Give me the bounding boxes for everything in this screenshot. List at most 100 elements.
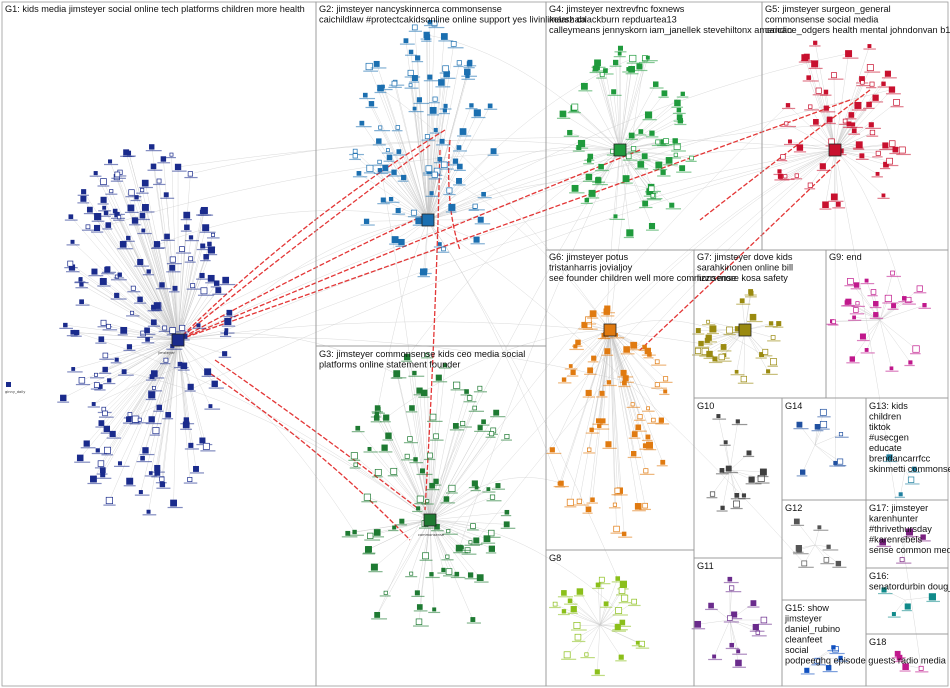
node-label-mark (610, 66, 622, 67)
node-avatar (567, 499, 573, 505)
node-label-mark (431, 530, 444, 531)
group-label-g17: G17: jimsteyer karenhunter #thrivethursd… (869, 503, 950, 555)
node-label-mark (774, 179, 789, 180)
node-avatar (354, 463, 358, 467)
node-label-mark (574, 595, 585, 596)
node-avatar (899, 493, 902, 496)
node-label-mark (202, 376, 215, 377)
node-label-mark (819, 208, 831, 209)
node-label-mark (762, 374, 778, 375)
node-label-mark (148, 170, 163, 171)
node-label-mark (609, 507, 621, 508)
node-avatar (575, 634, 581, 640)
node-avatar (369, 101, 374, 106)
node-label-mark (809, 45, 820, 46)
node-label-mark (718, 350, 732, 351)
node-avatar (104, 447, 110, 453)
node-avatar (588, 154, 593, 159)
node-label-mark (716, 361, 732, 362)
node-avatar (750, 314, 756, 320)
g13-line-7: skinmetti commonsense ag ai (869, 464, 950, 474)
node-label-mark (799, 61, 815, 62)
node-label-mark (813, 94, 828, 95)
node-avatar (690, 156, 694, 160)
node-avatar (434, 128, 437, 131)
g4-line-2: marshablackburn repduartea13 (549, 15, 677, 25)
node-avatar (855, 102, 861, 108)
node-label-mark (98, 203, 109, 204)
node-avatar (797, 422, 802, 427)
g6-line-1: G6: jimsteyer potus (549, 252, 629, 262)
node-label-mark (439, 113, 450, 114)
node-avatar (408, 70, 413, 75)
node-label-mark (421, 140, 435, 141)
node-label-mark (586, 197, 599, 198)
node-label-mark (185, 448, 199, 449)
node-avatar (154, 303, 160, 309)
node-avatar (438, 79, 444, 85)
node-label-mark (591, 675, 605, 676)
node-avatar (695, 348, 700, 353)
node-avatar (474, 110, 480, 116)
node-label-mark (203, 247, 215, 248)
node-avatar (719, 354, 725, 360)
node-label-mark (153, 411, 163, 412)
g15-line-5: social (785, 645, 809, 655)
node-label-mark (467, 622, 481, 623)
node-avatar (852, 129, 856, 133)
node-label-mark (731, 508, 743, 509)
node-label-mark (647, 423, 663, 424)
node-label-mark (584, 160, 594, 161)
node-avatar (839, 432, 842, 435)
node-avatar (394, 371, 400, 377)
node-label-mark (674, 124, 686, 125)
node-label-mark (81, 447, 96, 448)
node-avatar (588, 368, 593, 373)
node-label-mark (829, 465, 845, 466)
node-avatar (865, 348, 868, 351)
node-avatar (909, 361, 912, 364)
node-avatar (453, 159, 458, 164)
node-label-mark (465, 108, 477, 109)
node-avatar (505, 510, 509, 514)
node-avatar (375, 412, 379, 416)
node-label-mark (392, 214, 405, 215)
node-label-mark (561, 659, 576, 660)
node-label-mark (620, 183, 633, 184)
node-label-mark (66, 271, 80, 272)
node-avatar (183, 422, 189, 428)
node-label-mark (424, 25, 437, 26)
node-label-mark (768, 366, 778, 367)
node-label-mark (791, 525, 804, 526)
node-label-mark (103, 329, 118, 330)
node-avatar (849, 112, 854, 117)
node-avatar (751, 601, 756, 606)
node-avatar (461, 421, 465, 425)
node-label-mark (797, 475, 808, 476)
node-label-mark (448, 47, 464, 48)
node-avatar (808, 105, 812, 109)
node-avatar (478, 426, 482, 430)
node-avatar (411, 210, 416, 215)
node-avatar (415, 591, 419, 595)
node-avatar (709, 603, 714, 608)
node-avatar (899, 147, 905, 153)
node-avatar (885, 71, 890, 76)
node-avatar (568, 599, 572, 603)
g13-line-1: G13: kids (869, 401, 908, 411)
node-label-mark (168, 507, 183, 508)
node-avatar (381, 198, 385, 202)
node-avatar (63, 323, 67, 327)
node-label-mark (704, 358, 718, 359)
node-avatar (749, 289, 753, 293)
node-label-mark (490, 416, 505, 417)
node-avatar (869, 123, 873, 127)
node-label-mark (573, 504, 588, 505)
node-avatar (815, 424, 820, 429)
node-avatar (707, 351, 713, 357)
node-label-mark (356, 126, 372, 127)
node-label-mark (398, 181, 409, 182)
node-label-mark (71, 336, 82, 337)
node-avatar (618, 46, 622, 50)
node-label-mark (185, 390, 196, 391)
